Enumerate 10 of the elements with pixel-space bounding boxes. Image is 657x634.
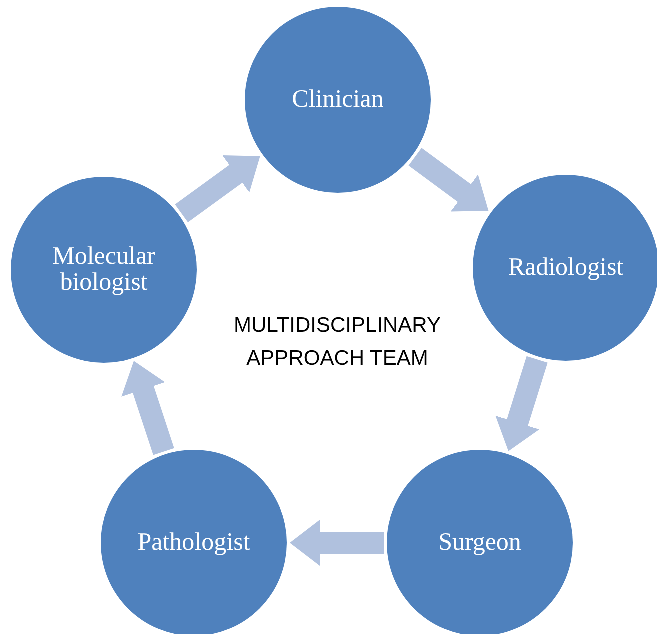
block-arrow (408, 148, 489, 212)
block-arrow (290, 520, 384, 566)
node-label: Molecular biologist (52, 244, 156, 296)
node-label: Radiologist (508, 254, 624, 282)
node-label: Pathologist (138, 530, 250, 556)
block-arrow (122, 361, 174, 456)
center-title: MULTIDISCIPLINARY APPROACH TEAM (233, 313, 442, 372)
block-arrow (496, 356, 548, 452)
node-label: Surgeon (438, 530, 522, 556)
node-label: Clinician (292, 86, 384, 114)
